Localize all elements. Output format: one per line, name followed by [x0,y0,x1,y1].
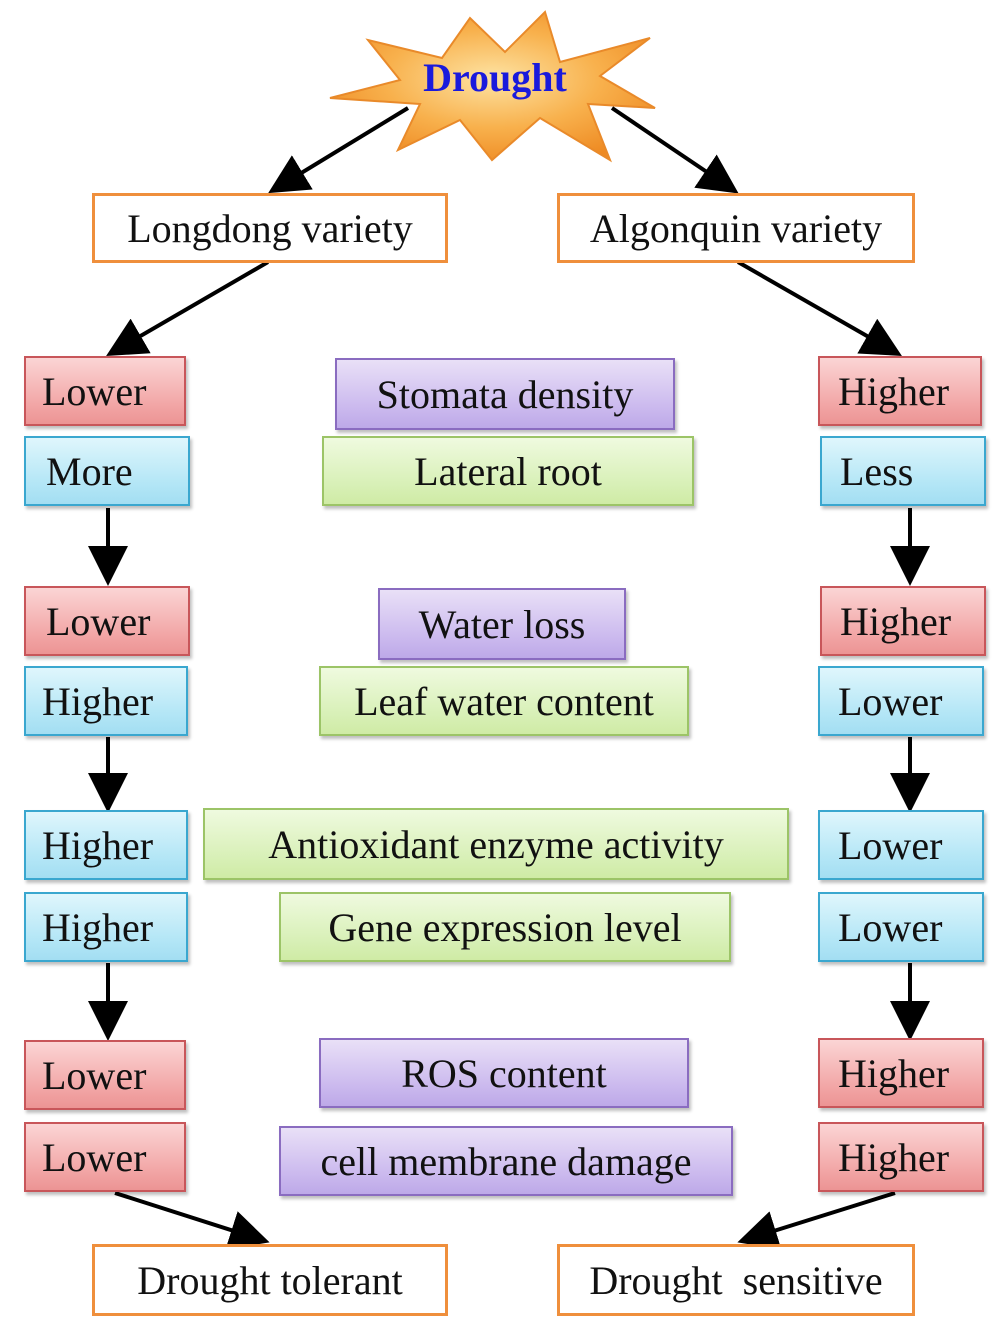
trait-stomata-density: Stomata density [335,358,675,430]
left-ros-level: Lower [24,1040,186,1110]
right-lateral-root-level: Less [820,436,986,506]
root-drought-label: Drought [423,54,567,100]
left-lateral-root-level: More [24,436,190,506]
right-leaf-water-level: Lower [818,666,984,736]
trait-water-loss: Water loss [378,588,626,660]
outcome-drought-tolerant: Drought tolerant [92,1244,448,1316]
left-membrane-level: Lower [24,1122,186,1192]
right-water-loss-level: Higher [820,586,986,656]
left-gene-expression-level: Higher [24,892,188,962]
trait-membrane-damage: cell membrane damage [279,1126,733,1196]
left-antioxidant-level: Higher [24,810,188,880]
drought-burst-icon [329,10,656,163]
right-ros-level: Higher [818,1038,984,1108]
right-gene-expression-level: Lower [818,892,984,962]
right-membrane-level: Higher [818,1122,984,1192]
trait-leaf-water-content: Leaf water content [319,666,689,736]
algonquin-variety-box: Algonquin variety [557,193,915,263]
trait-gene-expression: Gene expression level [279,892,731,962]
arrow-longdong-to-left-col [106,260,270,357]
left-stomata-level: Lower [24,356,186,426]
left-leaf-water-level: Higher [24,666,188,736]
trait-antioxidant-activity: Antioxidant enzyme activity [203,808,789,880]
arrow-right-to-sensitive [737,1191,896,1250]
arrow-drought-to-algonquin [610,106,739,194]
right-stomata-level: Higher [818,356,982,426]
outcome-drought-sensitive: Drought sensitive [557,1244,915,1316]
longdong-variety-box: Longdong variety [92,193,448,263]
arrow-algonquin-to-right-col [737,260,902,356]
trait-ros-content: ROS content [319,1038,689,1108]
right-antioxidant-level: Lower [818,810,984,880]
arrow-left-to-tolerant [114,1191,270,1250]
arrow-drought-to-longdong [268,106,410,194]
trait-lateral-root: Lateral root [322,436,694,506]
left-water-loss-level: Lower [24,586,190,656]
